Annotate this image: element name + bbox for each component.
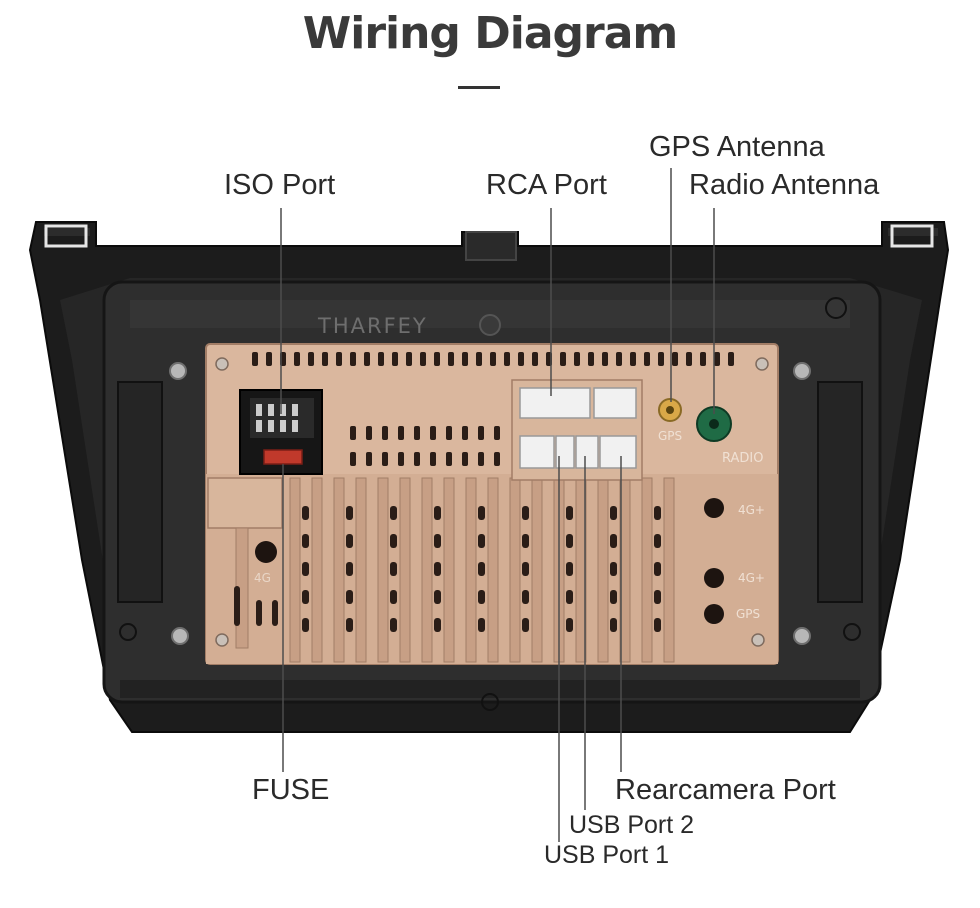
panel-mark-4g: 4G xyxy=(254,571,271,585)
rca-port-connector xyxy=(511,379,643,481)
panel-mark-4g-plus-2: 4G+ xyxy=(738,571,765,585)
panel-mark-radio: RADIO xyxy=(722,451,763,466)
label-iso-port: ISO Port xyxy=(224,169,336,201)
leader-lines xyxy=(280,168,715,842)
panel-mark-gps-2: GPS xyxy=(736,607,760,621)
label-rca-port: RCA Port xyxy=(486,169,607,201)
middle-vent-slots xyxy=(350,426,500,466)
left-bracket xyxy=(207,477,283,649)
usb-rearcamera-connectors xyxy=(519,435,637,469)
fin-vent-holes xyxy=(302,506,661,632)
label-radio-antenna: Radio Antenna xyxy=(689,169,880,201)
fuse-element xyxy=(263,449,303,465)
right-ports xyxy=(704,498,724,624)
panel-mark-gps: GPS xyxy=(658,429,682,443)
frame-screws xyxy=(169,362,811,645)
label-gps-antenna: GPS Antenna xyxy=(649,131,825,163)
label-fuse: FUSE xyxy=(252,774,330,806)
label-usb-port-2: USB Port 2 xyxy=(569,811,695,839)
gps-antenna-connector xyxy=(658,398,682,422)
label-usb-port-1: USB Port 1 xyxy=(544,841,670,869)
panel-mark-4g-plus-1: 4G+ xyxy=(738,503,765,517)
label-rearcamera-port: Rearcamera Port xyxy=(615,774,836,806)
title-underline xyxy=(458,86,500,89)
top-vent-slots xyxy=(252,352,734,366)
brand-mark: THARFEY xyxy=(317,314,428,338)
diagram-title: Wiring Diagram xyxy=(302,8,679,59)
